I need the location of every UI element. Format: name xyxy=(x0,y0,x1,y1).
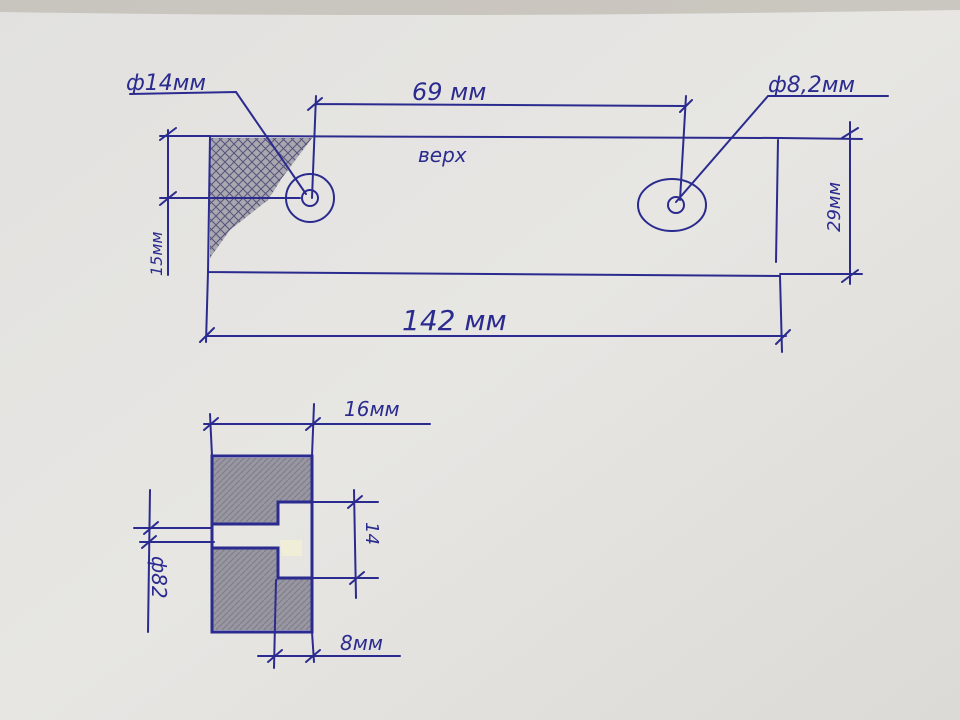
plate-outline xyxy=(207,135,781,277)
top-side-label: верх xyxy=(418,143,467,167)
big-hole-leader xyxy=(129,90,307,195)
small-hole-outer xyxy=(637,178,707,232)
height-label: 29мм xyxy=(824,182,845,232)
counterbore-dia-label: ф82 xyxy=(147,556,171,599)
counterbore-dim-line xyxy=(133,489,215,633)
width-label: 16мм xyxy=(344,397,400,421)
depth-label: 8мм xyxy=(340,631,383,655)
section-upper-fill xyxy=(212,458,312,524)
hole-spacing-label: 69 мм xyxy=(412,78,486,106)
small-hole-leader xyxy=(675,95,889,203)
slot-label: 14 xyxy=(361,522,382,545)
slot-dim-line xyxy=(295,489,379,599)
small-hole-dia-label: ф8,2мм xyxy=(768,73,855,98)
hole-spacing-dim-line xyxy=(307,95,693,201)
paper-top-edge-shadow xyxy=(0,0,960,16)
hole-offset-label: 15мм xyxy=(147,232,166,277)
section-lower-fill xyxy=(212,548,312,630)
small-hole-inner xyxy=(667,196,685,214)
big-hole-inner xyxy=(301,189,319,207)
hole-offset-dim-line xyxy=(159,127,301,276)
big-hole-dia-label: ф14мм xyxy=(126,71,206,96)
width-dim-line xyxy=(203,403,431,457)
length-dim-line xyxy=(199,271,791,353)
section-view xyxy=(133,403,431,669)
depth-dim-line xyxy=(257,579,401,669)
height-dim-line xyxy=(779,121,863,285)
length-label: 142 мм xyxy=(402,304,507,337)
top-view xyxy=(129,90,889,353)
